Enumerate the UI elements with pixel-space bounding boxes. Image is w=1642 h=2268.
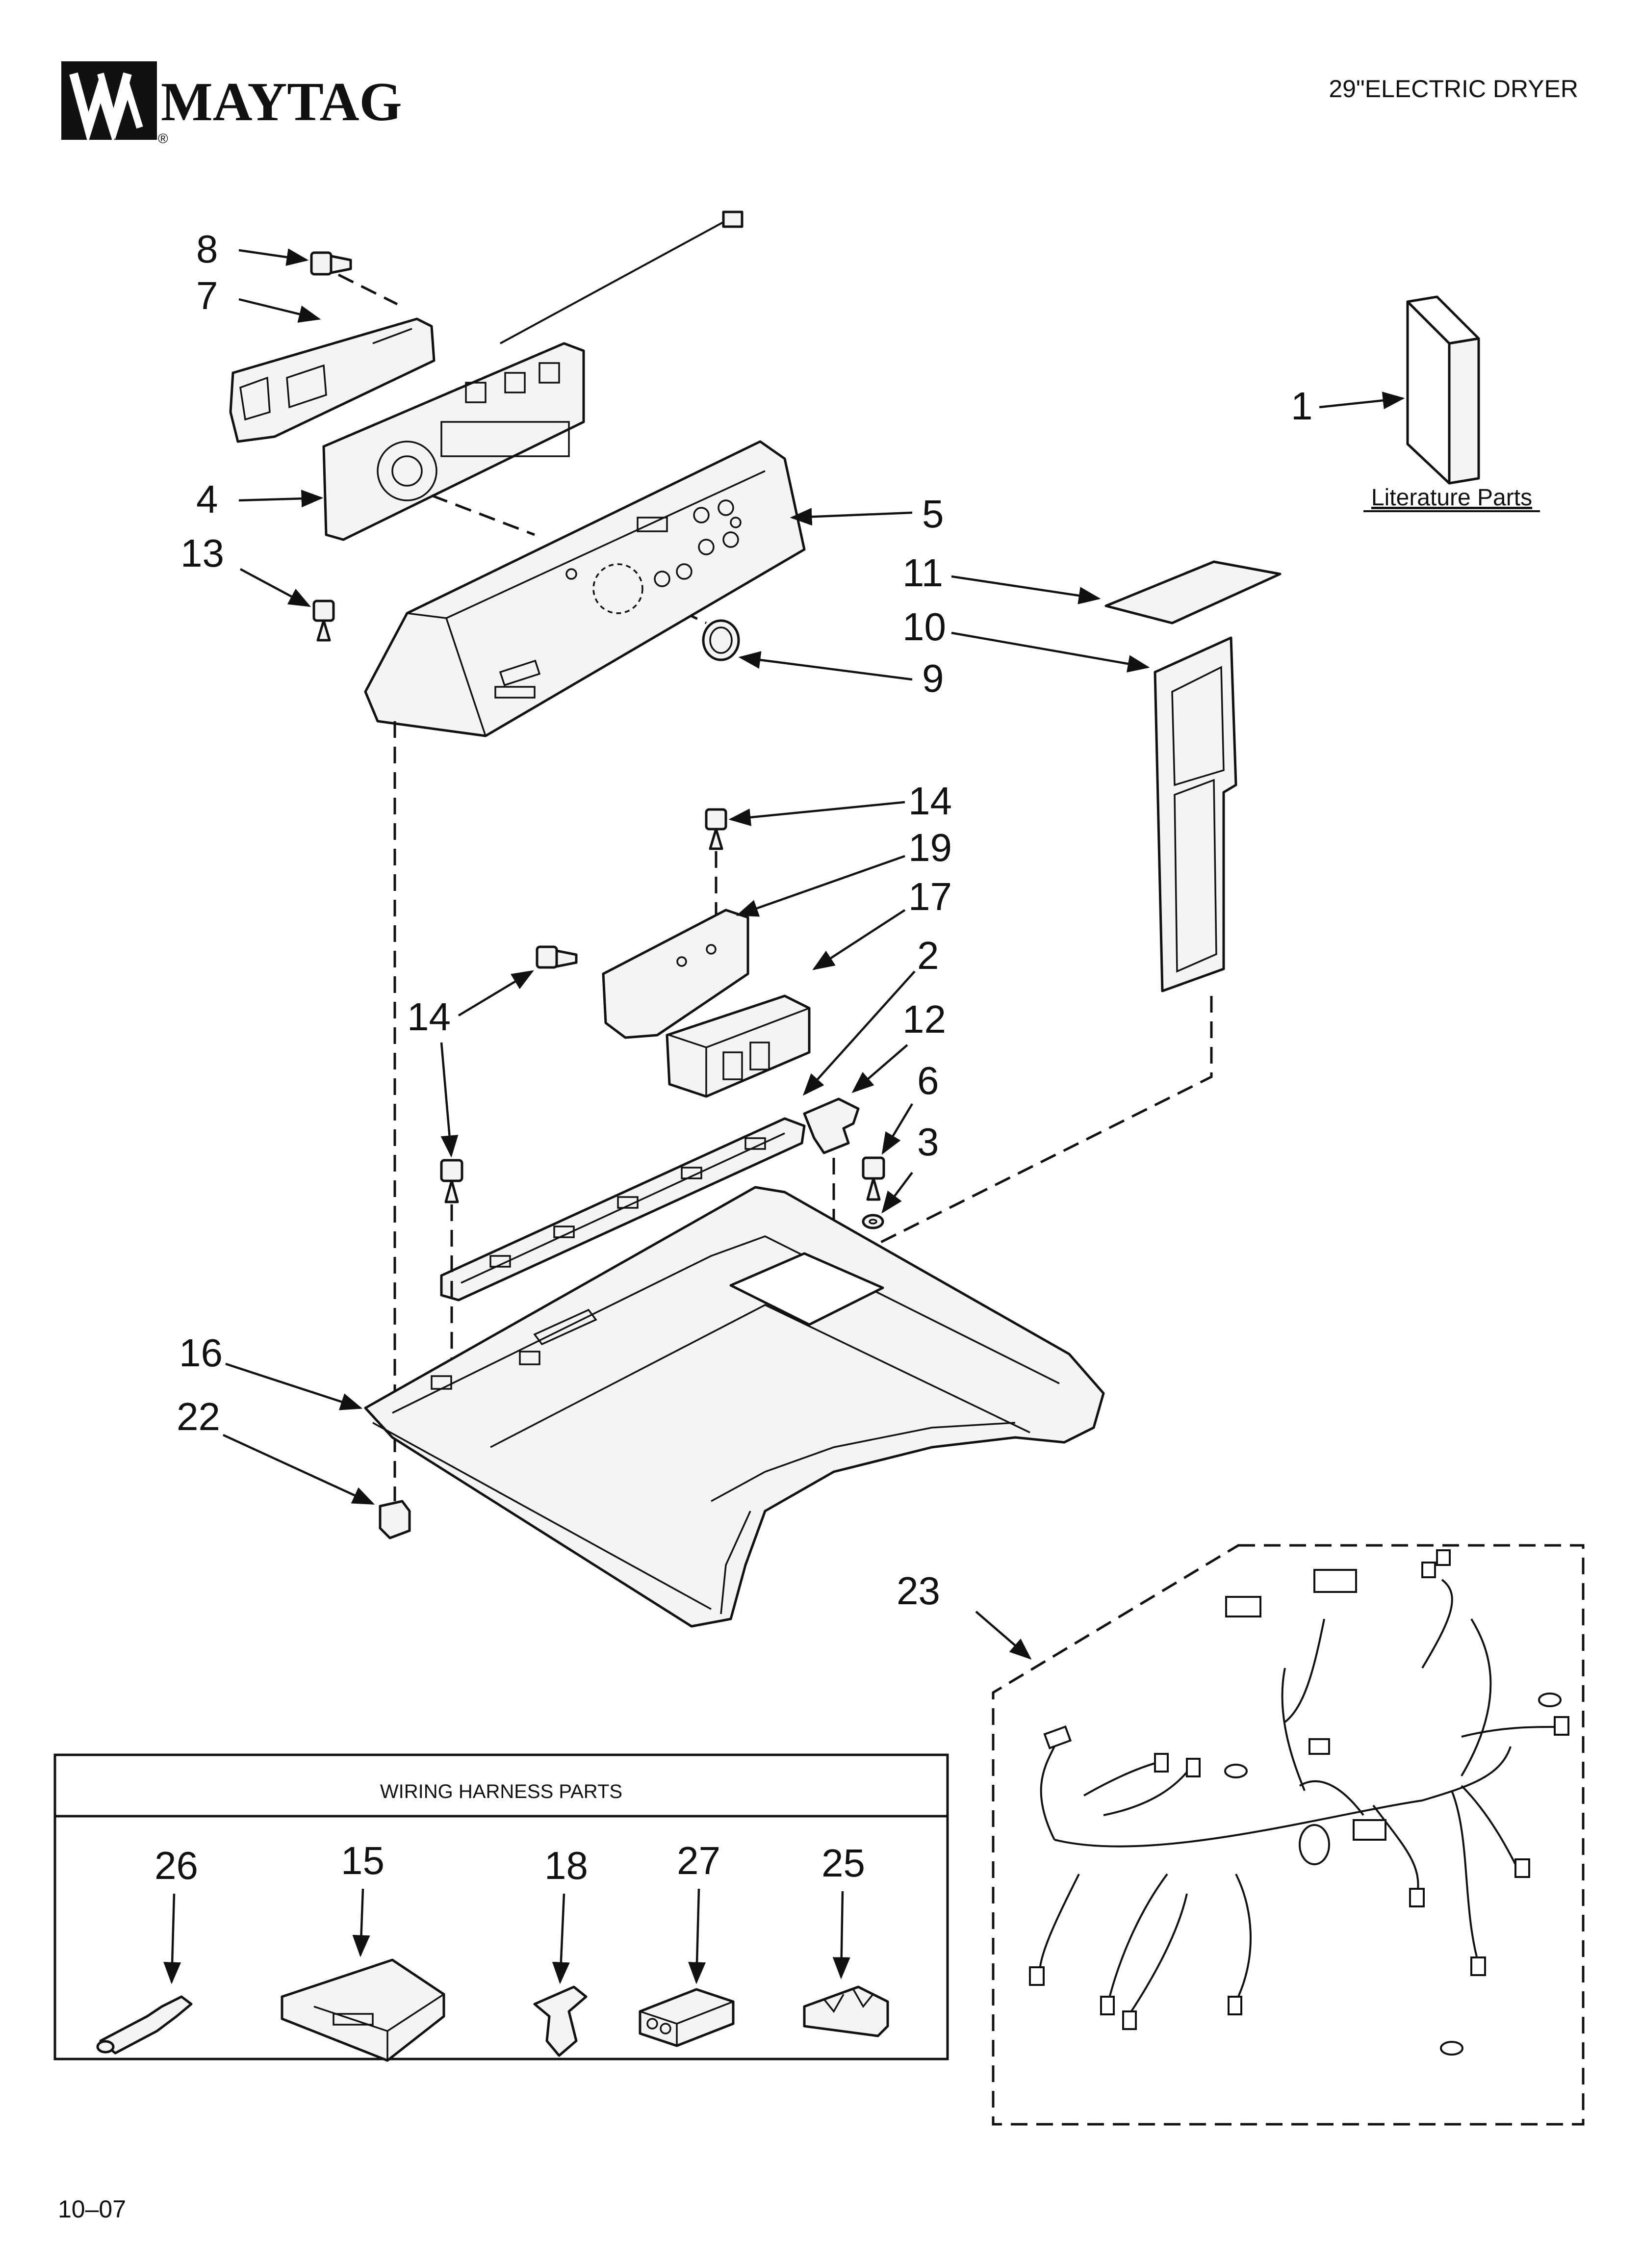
part-number-26: 26 <box>154 1844 198 1887</box>
part-number-9: 9 <box>922 656 944 700</box>
hinge-strip-2 <box>440 1117 806 1302</box>
brand-name: MAYTAG <box>161 72 402 132</box>
part-number-27: 27 <box>677 1839 720 1882</box>
clip-18-icon <box>533 1985 588 2057</box>
screw-14a-icon <box>705 808 727 850</box>
lint-cover-11 <box>1104 560 1282 625</box>
foot-22-icon <box>379 1500 411 1539</box>
screw-14b-icon <box>536 945 578 969</box>
screw-13-icon <box>312 600 335 642</box>
washer-3-icon <box>862 1214 884 1229</box>
bracket-19 <box>602 909 749 1039</box>
clip-12-icon <box>803 1097 860 1154</box>
part-number-23: 23 <box>897 1569 940 1613</box>
part-number-8: 8 <box>196 227 218 271</box>
screw-6-icon <box>862 1156 885 1201</box>
part-number-14-top: 14 <box>908 779 952 823</box>
part-number-22: 22 <box>177 1395 220 1438</box>
wiring-harness-parts-box <box>53 1753 949 2060</box>
part-number-18: 18 <box>544 1844 588 1887</box>
part-number-3: 3 <box>917 1120 939 1164</box>
terminal-26-icon <box>96 1995 193 2055</box>
part-number-14-left: 14 <box>407 995 451 1039</box>
wire-connector-icon <box>722 210 744 228</box>
plug-27-icon <box>639 1988 735 2047</box>
connector-15-icon <box>281 1958 445 2062</box>
screw-8-icon <box>310 251 352 276</box>
registered-mark: ® <box>158 131 168 146</box>
part-number-5: 5 <box>922 492 944 536</box>
part-number-13: 13 <box>180 531 224 575</box>
control-board-4 <box>322 342 585 541</box>
literature-parts-label: Literature Parts <box>1371 485 1532 511</box>
model-title: 29"ELECTRIC DRYER <box>1329 75 1578 103</box>
part-number-19: 19 <box>908 826 952 869</box>
control-wire <box>500 220 726 344</box>
part-number-16: 16 <box>179 1331 223 1375</box>
part-number-10: 10 <box>902 605 946 649</box>
console-panel-5 <box>364 440 806 737</box>
screw-14c-icon <box>440 1159 463 1203</box>
part-number-15: 15 <box>341 1839 385 1882</box>
part-number-11: 11 <box>902 551 943 595</box>
part-number-7: 7 <box>196 274 218 317</box>
wiring-harness-23 <box>992 1544 1585 2126</box>
part-number-25: 25 <box>821 1841 865 1885</box>
part-number-17: 17 <box>908 875 952 918</box>
part-number-12: 12 <box>902 997 946 1041</box>
part-number-1: 1 <box>1291 384 1313 428</box>
maytag-logo-icon: MAYTAG ® <box>61 61 402 146</box>
connector-25-icon <box>803 1985 889 2037</box>
console-bracket-7 <box>229 317 436 443</box>
top-panel-16 <box>364 1186 1105 1628</box>
date-code: 10–07 <box>58 2195 126 2223</box>
part-number-6: 6 <box>917 1059 939 1102</box>
literature-book-icon <box>1406 295 1480 485</box>
part-number-4: 4 <box>196 477 218 521</box>
lint-filter-10 <box>1154 636 1237 992</box>
terminal-block-17 <box>666 994 811 1098</box>
knob-9-icon <box>702 619 740 661</box>
part-number-2: 2 <box>917 934 939 977</box>
wiring-box-title: WIRING HARNESS PARTS <box>380 1781 622 1802</box>
